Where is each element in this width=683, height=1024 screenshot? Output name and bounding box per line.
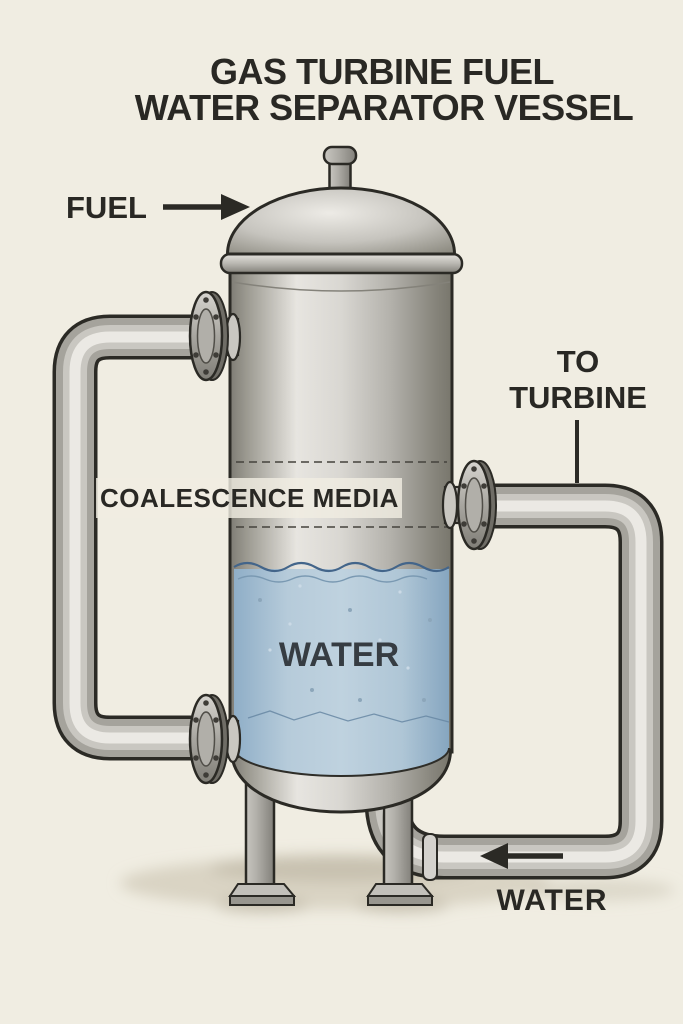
fuel-arrow-icon [163, 194, 250, 220]
water-fill [234, 569, 449, 776]
water-zone [233, 561, 450, 778]
shell-seam-line [231, 281, 451, 292]
diagram-title-line2: WATER SEPARATOR VESSEL [135, 87, 633, 128]
vessel-dome [225, 186, 457, 256]
flange-bolts [461, 466, 487, 544]
pipe-weld-ring [422, 833, 438, 881]
right-outlet-flange [441, 459, 497, 551]
left-foot [228, 883, 297, 906]
to-turbine-label-line1: TO [557, 344, 600, 379]
coalescence-label-halo [96, 478, 402, 518]
water-surface-wave-2 [237, 575, 428, 583]
coalescence-media-label: COALESCENCE MEDIA [100, 483, 399, 513]
water-in-vessel-label: WATER [279, 636, 399, 674]
diagram-title-line1: GAS TURBINE FUEL [210, 51, 554, 92]
lower-left-flange [188, 693, 242, 785]
water-flow-arrow-icon [480, 843, 563, 869]
flange-bolts [193, 700, 219, 778]
water-sediment-line [247, 710, 450, 723]
right-pipe-loop [434, 483, 664, 880]
flange-bolts [193, 297, 219, 375]
fuel-inlet-label: FUEL [66, 190, 147, 225]
left-pipe-loop [52, 314, 212, 761]
to-turbine-label-line2: TURBINE [509, 380, 647, 415]
right-foot [366, 883, 435, 906]
water-bottom-line [233, 747, 450, 778]
water-surface-wave [233, 561, 450, 573]
upper-left-flange [188, 290, 242, 382]
water-outlet-label: WATER [496, 884, 607, 917]
water-speckles [258, 584, 432, 702]
dome-flange-ring [219, 252, 464, 275]
